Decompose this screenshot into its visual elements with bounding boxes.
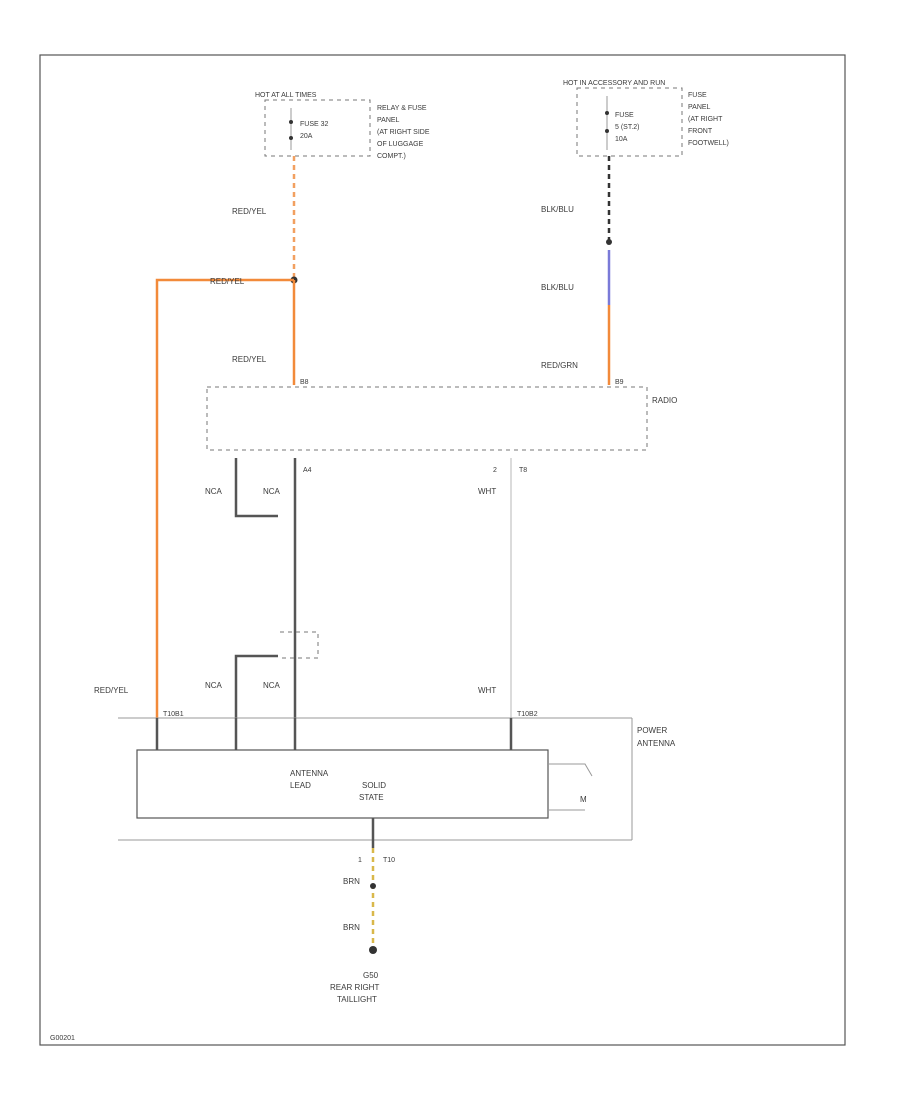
radio-pin-left: B8 [300,379,309,386]
antenna-module-line-1: ANTENNA [290,769,329,778]
wire-label-blk-blu-lower: BLK/BLU [541,283,574,292]
wire-label-nca-right: NCA [263,487,281,496]
wire-label-red-yel-radio: RED/YEL [232,355,267,364]
antenna-ground-pin: 1 [358,857,362,864]
antenna-motor-m-icon: M [580,795,587,804]
wire-nca-left [234,458,278,518]
antenna-label-1: POWER [637,726,667,735]
fuse-left-location-5: COMPT.) [377,153,406,160]
fuse-right-header: HOT IN ACCESSORY AND RUN [563,80,665,87]
antenna-module-line-4: STATE [359,793,384,802]
fuse-right-number: 5 (ST.2) [615,124,640,131]
antenna-conn-right: T10B2 [517,711,538,718]
wire-label-brn-lower: BRN [343,923,360,932]
fuse-right-location-3: (AT RIGHT [688,116,723,123]
footer-code: G00201 [50,1035,75,1042]
wire-label-nca-lower-left: NCA [205,681,223,690]
fuse-right-location-4: FRONT [688,128,713,135]
fuse-left-location-4: OF LUGGAGE [377,141,424,148]
optional-connector-bracket [280,631,319,659]
ground-location-2: TAILLIGHT [337,995,377,1004]
fuse-right-location-1: FUSE [688,92,707,99]
antenna-module-line-2: LEAD [290,781,311,790]
wire-label-red-grn: RED/GRN [541,361,578,370]
antenna-module-box [136,749,549,819]
fuse-right-location-2: PANEL [688,104,711,111]
antenna-ground-conn: T10 [383,857,395,864]
antenna-module-line-3: SOLID [362,781,386,790]
fuse-right-rating: 10A [615,136,628,143]
wire-label-red-yel-antenna: RED/YEL [94,686,129,695]
diagram-border [39,54,846,1046]
wire-label-nca-left: NCA [205,487,223,496]
radio-label: RADIO [652,396,677,405]
fuse-right-label: FUSE [615,112,634,119]
antenna-conn-left: T10B1 [163,711,184,718]
ground-location-1: REAR RIGHT [330,983,379,992]
fuse-right-location-5: FOOTWELL) [688,140,729,147]
wire-label-red-yel-splice: RED/YEL [210,277,245,286]
fuse-left-location-1: RELAY & FUSE [377,105,427,112]
wire-red-yel-branch [155,278,294,718]
fuse-left-header: HOT AT ALL TIMES [255,92,317,99]
wire-label-brn-upper: BRN [343,877,360,886]
wire-label-wht-lower: WHT [478,686,496,695]
radio-pin-2: 2 [493,467,497,474]
radio-pin-a4: A4 [303,467,312,474]
ground-point-icon [369,946,377,954]
radio-pin-right: B9 [615,379,624,386]
radio-box [206,386,648,451]
radio-pin-t8: T8 [519,467,527,474]
wire-nca-lower-left [234,654,278,718]
antenna-mast-symbol [548,763,593,777]
wire-label-wht-upper: WHT [478,487,496,496]
fuse-left-box [264,99,371,157]
antenna-label-2: ANTENNA [637,739,676,748]
ground-id: G50 [363,971,379,980]
wire-label-blk-blu-upper: BLK/BLU [541,205,574,214]
connector-brn [370,883,376,889]
fuse-right-box [576,87,683,157]
connector-blk-blu [606,239,612,245]
wire-label-nca-lower-right: NCA [263,681,281,690]
fuse-left-number: FUSE 32 [300,121,329,128]
fuse-left-rating: 20A [300,133,313,140]
wire-label-red-yel-top: RED/YEL [232,207,267,216]
fuse-left-location-3: (AT RIGHT SIDE [377,129,430,136]
fuse-left-location-2: PANEL [377,117,400,124]
